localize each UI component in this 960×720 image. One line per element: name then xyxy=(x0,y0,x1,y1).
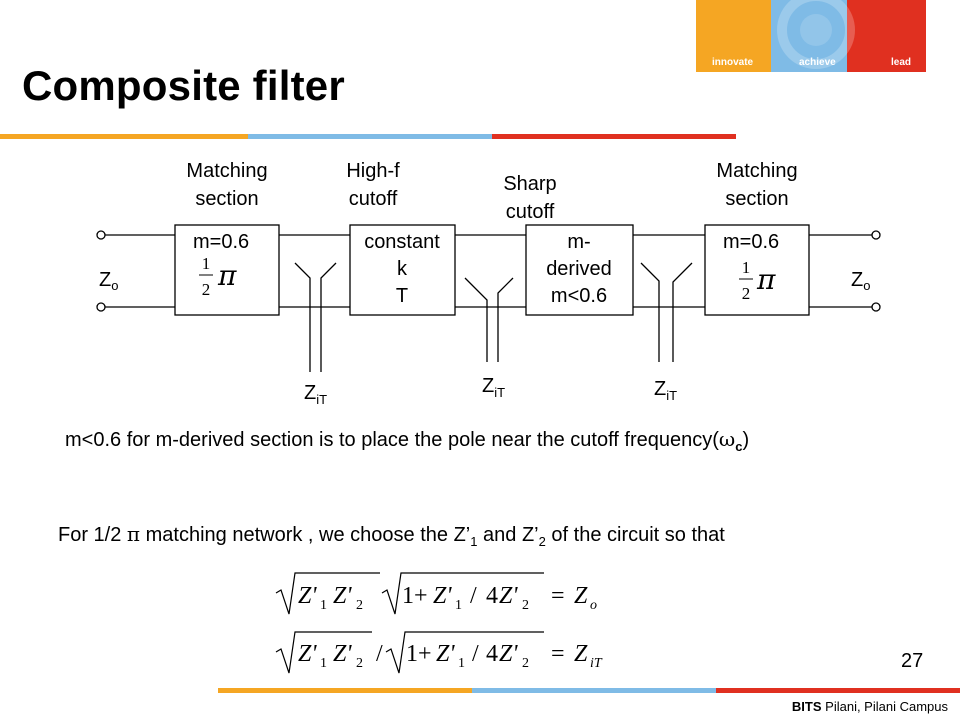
z-left-label: Zo xyxy=(99,269,118,293)
svg-text:=: = xyxy=(551,641,565,667)
logo-segment-achieve: achieve xyxy=(771,0,847,72)
gear-icon xyxy=(777,0,855,69)
box3-line3: m<0.6 xyxy=(551,285,607,307)
svg-text:Z': Z' xyxy=(298,641,317,667)
zit-label-1: ZiT xyxy=(304,382,327,407)
svg-text:/: / xyxy=(376,641,383,667)
box1-frac-num: 1 xyxy=(202,254,211,273)
box-constant-k xyxy=(349,224,456,316)
box-m-derived xyxy=(525,224,634,316)
terminal-left-bottom xyxy=(96,302,106,312)
terminal-left-top xyxy=(96,230,106,240)
svg-text:Z': Z' xyxy=(298,583,317,609)
page-title: Composite filter xyxy=(22,62,345,109)
logo-word-achieve: achieve xyxy=(799,57,836,68)
matching-network-sentence: For 1/2 π matching network , we choose t… xyxy=(58,522,725,549)
bits-logo: innovate achieve lead xyxy=(696,0,926,72)
svg-text:Z: Z xyxy=(574,583,588,609)
svg-text:2: 2 xyxy=(522,656,529,671)
circuit-rails xyxy=(105,234,872,308)
svg-text:o: o xyxy=(590,598,597,613)
svg-text:Z': Z' xyxy=(433,583,452,609)
svg-text:Z: Z xyxy=(574,641,588,667)
svg-text:+: + xyxy=(414,583,428,609)
header-sharp-line2: cutoff xyxy=(506,201,555,223)
svg-text:=: = xyxy=(551,583,565,609)
explanation-paragraph: m<0.6 for m-derived section is to place … xyxy=(65,427,750,454)
title-divider xyxy=(0,134,736,139)
header-sharp-line1: Sharp xyxy=(503,173,556,195)
svg-text:1: 1 xyxy=(458,656,465,671)
svg-text:1: 1 xyxy=(402,583,414,609)
header-highf-line2: cutoff xyxy=(349,188,398,210)
svg-text:/: / xyxy=(470,583,477,609)
svg-text:Z': Z' xyxy=(499,641,518,667)
equation-1: Z' 1 Z' 2 1 + Z' 1 / 4 Z' 2 = Z o xyxy=(275,572,597,615)
header-matching-1-line1: Matching xyxy=(186,160,267,182)
zit-label-2: ZiT xyxy=(482,375,505,400)
svg-text:Z': Z' xyxy=(333,583,352,609)
zit-label-3: ZiT xyxy=(654,378,677,403)
header-highf-line1: High-f xyxy=(346,160,400,182)
page-number: 27 xyxy=(901,650,924,672)
svg-text:2: 2 xyxy=(522,598,529,613)
z-right-label: Zo xyxy=(851,269,870,293)
box4-frac-den: 2 xyxy=(742,284,751,303)
box-matching-left xyxy=(174,224,280,316)
logo-word-lead: lead xyxy=(891,57,912,68)
logo-segment-innovate: innovate xyxy=(696,0,771,72)
svg-text:4: 4 xyxy=(486,583,498,609)
svg-text:Z': Z' xyxy=(333,641,352,667)
svg-text:2: 2 xyxy=(356,598,363,613)
header-matching-2-line2: section xyxy=(725,188,788,210)
svg-text:/: / xyxy=(472,641,479,667)
box2-line2: k xyxy=(397,258,408,280)
svg-text:4: 4 xyxy=(486,641,498,667)
svg-text:1: 1 xyxy=(455,598,462,613)
box3-line1: m- xyxy=(567,231,590,253)
terminal-right-bottom xyxy=(871,302,881,312)
box4-frac-num: 1 xyxy=(742,258,751,277)
box2-line1: constant xyxy=(364,231,440,253)
header-matching-2-line1: Matching xyxy=(716,160,797,182)
box2-line3: T xyxy=(396,285,408,307)
svg-text:2: 2 xyxy=(356,656,363,671)
svg-text:iT: iT xyxy=(590,656,603,671)
box3-line2: derived xyxy=(546,258,612,280)
svg-text:1: 1 xyxy=(320,598,327,613)
box1-m-value: m=0.6 xyxy=(193,231,249,253)
svg-text:1: 1 xyxy=(320,656,327,671)
terminal-right-top xyxy=(871,230,881,240)
svg-text:1: 1 xyxy=(406,641,418,667)
composite-filter-diagram: Matching section High-f cutoff Sharp cut… xyxy=(96,160,881,407)
svg-text:Z': Z' xyxy=(499,583,518,609)
svg-text:+: + xyxy=(418,641,432,667)
svg-text:Z': Z' xyxy=(436,641,455,667)
logo-word-innovate: innovate xyxy=(712,57,754,68)
box-matching-right xyxy=(704,224,810,316)
footer-divider xyxy=(218,688,960,693)
box1-pi: π xyxy=(217,259,237,292)
pi-symbol: π xyxy=(126,522,141,546)
logo-segment-lead: lead xyxy=(847,0,926,72)
footer-campus: BITS Pilani, Pilani Campus xyxy=(791,699,948,714)
box4-pi: π xyxy=(756,263,776,296)
equation-2: Z' 1 Z' 2 / 1 + Z' 1 / 4 Z' 2 = Z iT xyxy=(275,631,603,674)
box1-frac-den: 2 xyxy=(202,280,211,299)
box4-m-value: m=0.6 xyxy=(723,231,779,253)
zit-leads xyxy=(294,262,693,372)
omega-symbol: ω xyxy=(718,427,736,451)
header-matching-1-line2: section xyxy=(195,188,258,210)
